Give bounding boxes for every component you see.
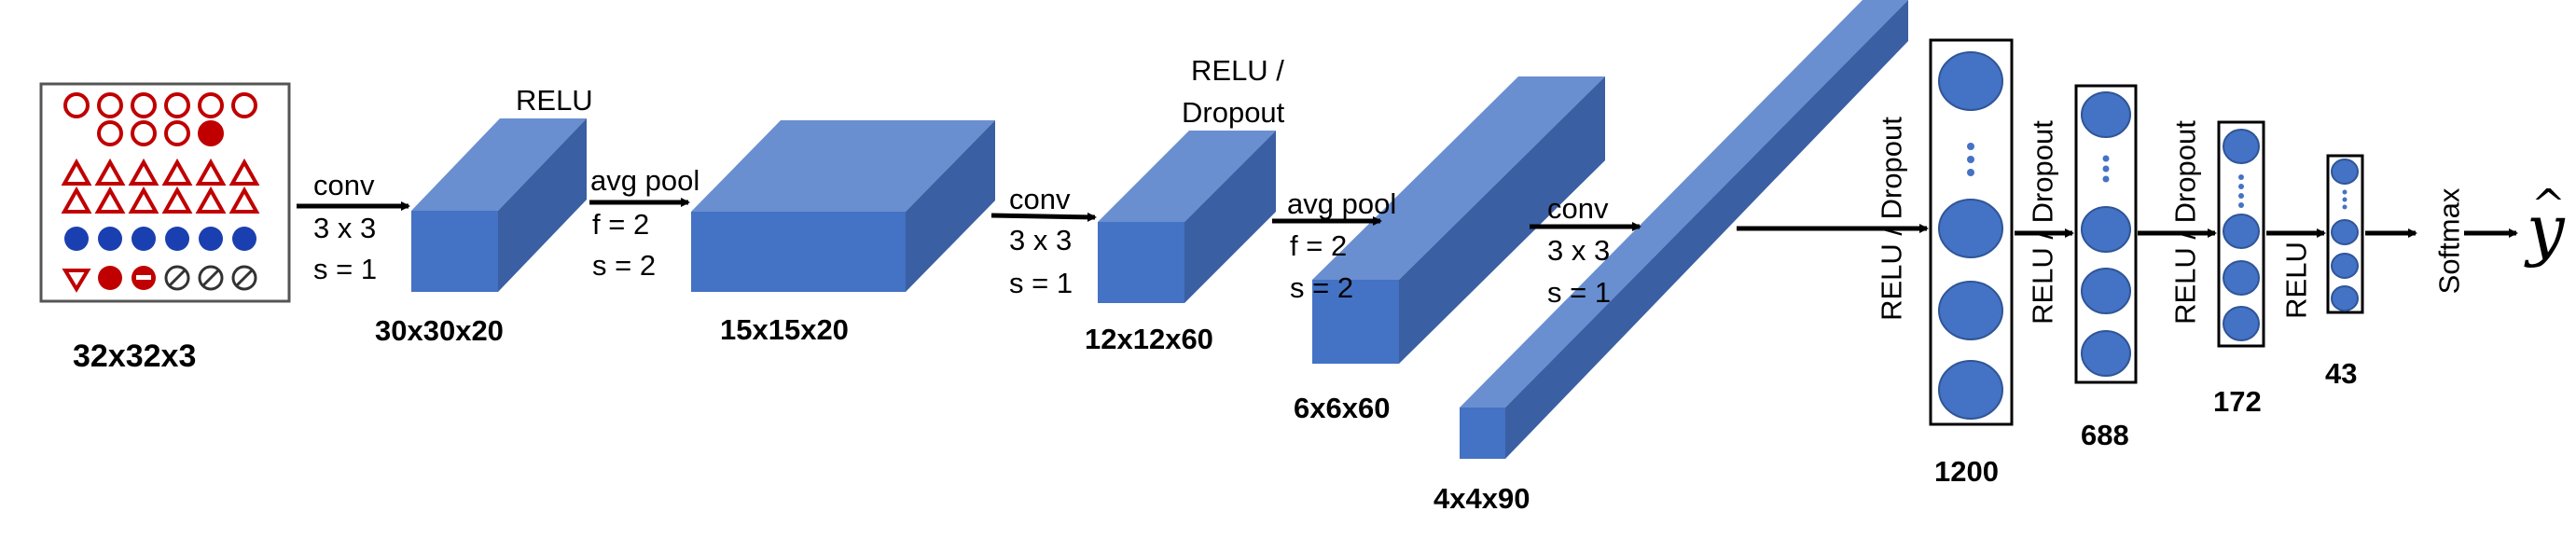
arrow-conv-2 [990,212,1097,222]
dense1-units-label: 1200 [1934,455,1999,488]
warning-sign-icon [61,186,92,214]
dense3-activation-label: RELU / Dropout [2168,120,2202,325]
feature-map-15x15x20 [691,120,995,292]
warning-sign-icon [61,158,92,186]
dense-layer-1200 [1929,38,2014,426]
mandatory-sign-icon [199,227,223,251]
prohibition-sign-icon [131,120,157,146]
input-dims-label: 32x32x3 [73,339,197,374]
stop-sign-icon [98,266,122,290]
conv2-stride-label: s = 1 [1009,267,1073,299]
traffic-signs-grid [61,92,260,293]
conv2-dims-label: 12x12x60 [1085,323,1213,355]
warning-sign-icon [128,186,159,214]
dense-layer-43 [2326,154,2364,314]
feature-map-30x30x20 [411,118,587,292]
dense2-units-label: 688 [2081,419,2129,451]
conv3-op-label: conv [1547,192,1609,225]
mandatory-sign-icon [98,227,122,251]
conv1-op-label: conv [313,169,375,201]
prohibition-sign-icon [97,120,123,146]
prohibition-sign-icon [164,120,190,146]
prohibition-sign-icon [97,92,123,118]
prohibition-sign-icon [131,92,157,118]
dense3-units-label: 172 [2213,385,2262,418]
prohibition-sign-icon [198,120,224,146]
mandatory-sign-icon [232,227,256,251]
warning-sign-icon [195,186,227,214]
prohibition-sign-icon [63,92,90,118]
warning-sign-icon [128,158,159,186]
pool1-dims-label: 15x15x20 [720,313,849,346]
pool2-dims-label: 6x6x60 [1294,392,1391,424]
warning-sign-icon [195,158,227,186]
conv3-stride-label: s = 1 [1547,276,1612,309]
conv2-kernel-label: 3 x 3 [1009,224,1073,256]
mandatory-sign-icon [64,227,89,251]
conv2-activation-line2: Dropout [1182,96,1285,129]
prohibition-sign-icon [231,92,257,118]
prohibition-sign-icon [164,92,190,118]
mandatory-sign-icon [132,227,156,251]
conv3-dims-label: 4x4x90 [1433,482,1530,515]
prohibition-sign-icon [198,92,224,118]
input-image [39,82,291,303]
dense-layer-172 [2217,120,2265,348]
conv2-activation-line1: RELU / [1191,54,1284,87]
warning-sign-icon [94,158,126,186]
softmax-label: Softmax [2432,187,2466,295]
feature-map-6x6x60 [1312,76,1605,364]
conv1-dims-label: 30x30x20 [375,314,504,347]
pool2-kernel-label: f = 2 [1290,229,1348,262]
conv2-op-label: conv [1009,183,1071,215]
conv1-stride-label: s = 1 [313,253,378,285]
pool2-op-label: avg pool [1287,187,1397,220]
arrows [297,198,2518,238]
conv3-kernel-label: 3 x 3 [1547,234,1611,267]
dense4-units-label: 43 [2325,357,2358,390]
conv1-kernel-label: 3 x 3 [313,212,377,244]
conv1-activation-label: RELU [516,84,593,117]
output-y-symbol: y [2527,190,2565,269]
pool1-stride-label: s = 2 [592,249,657,282]
pool2-stride-label: s = 2 [1290,271,1354,304]
warning-sign-icon [229,186,260,214]
pool1-kernel-label: f = 2 [592,208,650,241]
pool1-op-label: avg pool [590,164,700,197]
dense4-activation-label: RELU [2279,242,2313,319]
warning-sign-icon [161,186,193,214]
dense2-activation-label: RELU / Dropout [2026,120,2059,325]
output-hat-accent: ^ [2531,181,2566,228]
yield-sign-icon [62,269,91,293]
feature-map-12x12x60 [1098,131,1276,303]
warning-sign-icon [229,158,260,186]
mandatory-sign-icon [165,227,189,251]
warning-sign-icon [161,158,193,186]
dense1-activation-label: RELU / Dropout [1875,117,1908,321]
dense-layer-688 [2074,84,2138,384]
warning-sign-icon [94,186,126,214]
feature-map-4x4x90 [1460,0,1908,459]
